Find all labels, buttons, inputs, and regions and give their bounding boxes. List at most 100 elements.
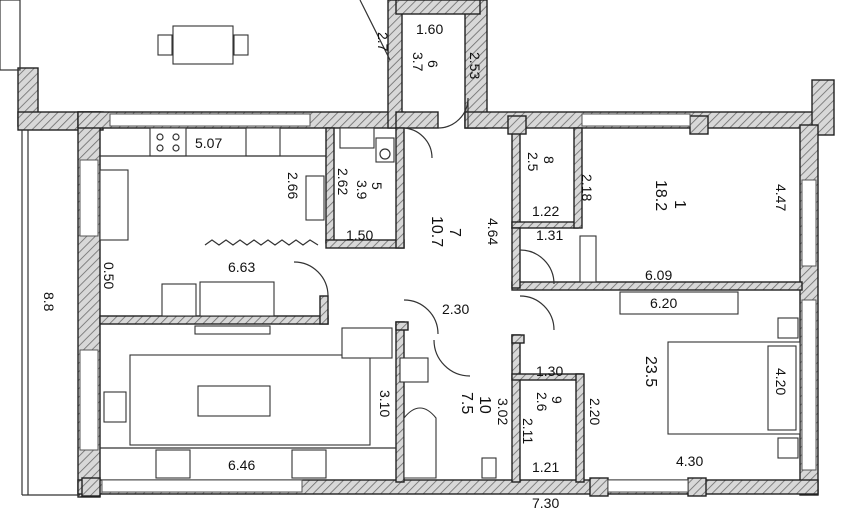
- dim-1-31: 1.31: [536, 227, 563, 243]
- door-swing: [519, 249, 555, 285]
- door-swing: [403, 299, 439, 335]
- wall-segment: [395, 127, 405, 249]
- dim-4-20: 4.20: [773, 368, 789, 395]
- windows: [79, 113, 817, 493]
- bedroom-furniture: [579, 235, 801, 459]
- labels: 1.60 2.53 6 3.7 2.7 5.07 2.66 6.63 0.50 …: [41, 21, 789, 511]
- dim-6-20: 6.20: [650, 295, 677, 311]
- dim-3-10: 3.10: [377, 390, 393, 417]
- dim-6-63: 6.63: [228, 259, 255, 275]
- wall-segment: [575, 373, 585, 483]
- burner: [156, 133, 164, 141]
- dim-7-30: 7.30: [532, 495, 559, 511]
- wall-segment: [395, 0, 481, 15]
- dim-1-60: 1.60: [416, 21, 443, 37]
- bathroom-5-fixtures: [339, 127, 395, 163]
- balcony: [21, 130, 80, 496]
- pillows: [767, 345, 797, 431]
- dim-4-47: 4.47: [773, 184, 789, 211]
- door-swing: [433, 339, 471, 377]
- zigzag-divider: [204, 239, 319, 246]
- washbasin: [339, 127, 375, 149]
- counter: [100, 155, 327, 240]
- dim-1-21: 1.21: [532, 459, 559, 475]
- wall-segment: [319, 295, 329, 325]
- dim-5-07: 5.07: [195, 135, 222, 151]
- room-10-area: 7.5: [458, 392, 475, 414]
- room-9-area: 2.6: [534, 392, 550, 412]
- bathtub: [403, 407, 437, 479]
- dim-6-46: 6.46: [228, 457, 255, 473]
- wall-segment: [387, 0, 403, 129]
- toilet: [375, 137, 395, 163]
- room-9-number: 9: [549, 396, 565, 404]
- room-2-area: 23.5: [642, 356, 659, 387]
- room-8-area: 2.5: [525, 152, 541, 172]
- dim-2-53: 2.53: [467, 52, 483, 79]
- dim-1-22: 1.22: [532, 203, 559, 219]
- dim-4-64: 4.64: [485, 218, 501, 245]
- dim-8-8: 8.8: [41, 292, 57, 312]
- wall-segment: [589, 477, 609, 497]
- room-5-number: 5: [369, 182, 385, 190]
- wall-segment: [687, 477, 707, 497]
- chair: [233, 34, 249, 56]
- door-swing: [401, 127, 433, 159]
- wall-segment: [81, 477, 101, 497]
- dim-2-66: 2.66: [285, 172, 301, 199]
- cabinet: [291, 449, 327, 479]
- doors: [293, 97, 555, 377]
- dim-3-02: 3.02: [495, 398, 511, 425]
- room-5-area: 3.9: [354, 180, 370, 200]
- wall-segment: [511, 227, 521, 289]
- chairs: [305, 175, 325, 221]
- window: [607, 479, 689, 493]
- burner: [156, 144, 164, 152]
- wall-segment: [507, 115, 527, 135]
- burner: [172, 133, 180, 141]
- wardrobe: [619, 291, 739, 315]
- washbasin: [399, 357, 429, 383]
- wall-segment: [395, 321, 409, 331]
- window: [801, 299, 817, 471]
- outdoor-line: [359, 0, 391, 61]
- bathroom-10-fixtures: [399, 357, 497, 479]
- wall-segment: [511, 127, 521, 229]
- dim-4-30: 4.30: [676, 453, 703, 469]
- stove: [155, 449, 191, 479]
- outdoor-table: [172, 25, 234, 65]
- dim-1-30: 1.30: [536, 363, 563, 379]
- dim-2-30: 2.30: [442, 301, 469, 317]
- kitchen-furniture: [99, 127, 327, 317]
- room-1-area: 18.2: [652, 180, 669, 211]
- nightstand: [777, 437, 799, 459]
- room-8-number: 8: [541, 156, 557, 164]
- nightstand: [777, 317, 799, 339]
- window: [801, 179, 817, 267]
- dim-2-7: 2.7: [375, 32, 391, 52]
- room-6-number: 6: [425, 60, 441, 68]
- tv-stand: [194, 325, 271, 335]
- door-swing: [519, 295, 555, 331]
- wall-segment: [395, 321, 405, 483]
- armchair: [161, 283, 197, 317]
- wall-segment: [511, 334, 525, 344]
- door-swing: [437, 97, 469, 129]
- room-7-number: 7: [446, 228, 463, 237]
- wall-segment: [325, 127, 335, 244]
- dim-2-20: 2.20: [587, 398, 603, 425]
- cabinet: [99, 169, 129, 241]
- window: [581, 113, 691, 127]
- burner: [172, 144, 180, 152]
- wall-segment: [395, 111, 439, 129]
- cabinet: [341, 327, 393, 359]
- window: [79, 349, 99, 451]
- wall-segment: [811, 79, 835, 136]
- chairs: [103, 391, 127, 423]
- wall-segment: [689, 115, 709, 135]
- dim-2-62: 2.62: [335, 168, 351, 195]
- toilet: [481, 457, 497, 479]
- dim-6-09: 6.09: [645, 267, 672, 283]
- living-furniture: [100, 325, 396, 479]
- sofa: [199, 281, 275, 317]
